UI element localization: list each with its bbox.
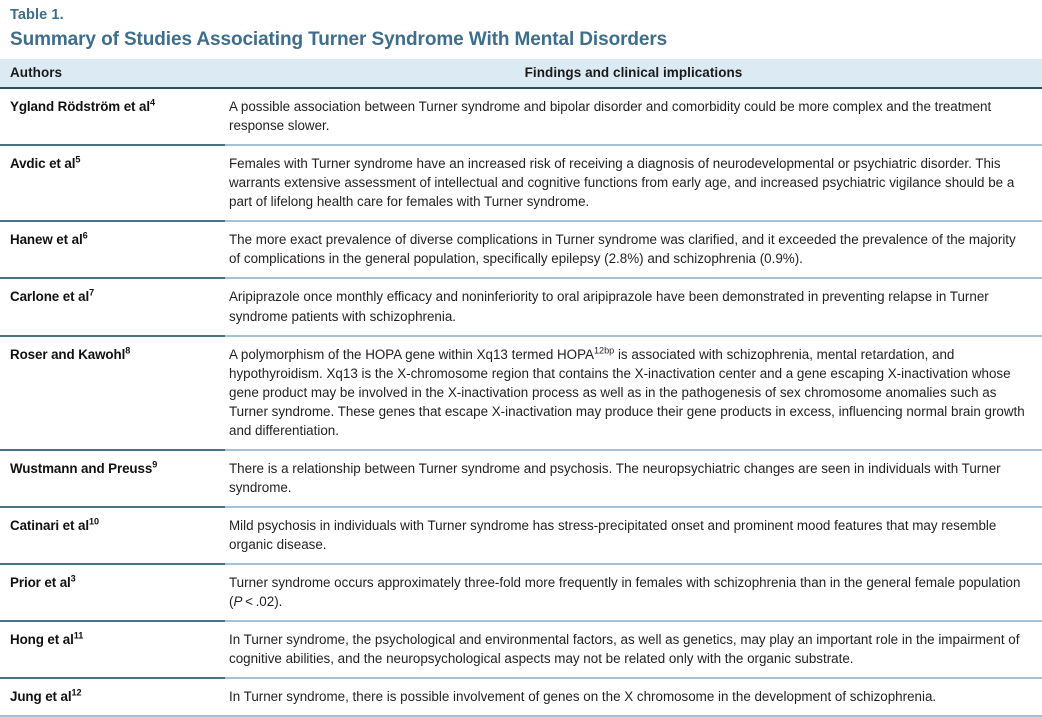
table-row: Hanew et al6 The more exact prevalence of…	[0, 222, 1042, 277]
reference-superscript: 7	[89, 288, 95, 298]
cell-authors: Hanew et al6	[10, 230, 88, 248]
divider-line	[0, 277, 1042, 280]
reference-superscript: 12	[71, 687, 82, 698]
cell-findings: In Turner syndrome, the psychological an…	[229, 631, 1020, 666]
cell-authors: Roser and Kawohl8	[10, 345, 131, 362]
reference-superscript: 4	[150, 97, 155, 108]
table-row: Catinari et al10 Mild psychosis in indivi…	[0, 508, 1042, 563]
row-divider	[0, 619, 1042, 622]
reference-superscript: 9	[152, 459, 158, 470]
row-divider	[0, 448, 1042, 451]
divider-line	[0, 144, 1042, 147]
row-divider	[0, 277, 1042, 280]
table-row: Roser and Kawohl8 A polymorphism of the H…	[0, 337, 1042, 449]
row-divider-cell	[0, 220, 1042, 223]
cell-authors: Hong et al11	[10, 630, 84, 647]
divider-line	[0, 505, 1042, 508]
table-body: Ygland Rödström et al4 A possible associa…	[0, 88, 1042, 717]
row-divider-cell	[0, 505, 1042, 508]
cell-authors: Jung et al12	[10, 687, 82, 704]
table-header-row: Authors Findings and clinical implicatio…	[0, 59, 1042, 90]
table-row: Prior et al3 Turner syndrome occurs appro…	[0, 565, 1042, 620]
table-row: Carlone et al7 Aripiprazole once monthly …	[0, 279, 1042, 334]
row-divider	[0, 562, 1042, 565]
cell-findings: There is a relationship between Turner s…	[229, 460, 1001, 495]
cell-findings: A polymorphism of the HOPA gene within X…	[229, 345, 1025, 438]
studies-table: Authors Findings and clinical implicatio…	[0, 59, 1042, 717]
divider-line	[0, 562, 1042, 565]
table-row: Avdic et al5 Females with Turner syndrome…	[0, 146, 1042, 220]
cell-findings: A possible association between Turner sy…	[229, 99, 992, 134]
row-divider	[0, 505, 1042, 508]
reference-superscript: 6	[82, 230, 88, 241]
cell-authors: Carlone et al7	[10, 288, 95, 305]
cell-authors: Catinari et al10	[10, 516, 99, 533]
cell-findings: Females with Turner syndrome have an inc…	[229, 156, 1015, 210]
cell-authors: Prior et al3	[10, 573, 76, 590]
row-divider-cell	[0, 619, 1042, 622]
row-divider-cell	[0, 562, 1042, 565]
table-title: Summary of Studies Associating Turner Sy…	[10, 28, 668, 50]
cell-findings: Aripiprazole once monthly efficacy and n…	[229, 289, 989, 324]
reference-superscript: 3	[70, 573, 76, 584]
column-header-findings: Findings and clinical implications	[225, 59, 1042, 90]
reference-superscript: 5	[75, 154, 81, 165]
cell-authors: Avdic et al5	[10, 154, 81, 172]
table-caption: Table 1. Summary of Studies Associating …	[0, 0, 1042, 52]
cell-authors: Wustmann and Preuss9	[10, 459, 158, 476]
cell-findings: Turner syndrome occurs approximately thr…	[229, 574, 1021, 609]
table-row: Hong et al11 In Turner syndrome, the psyc…	[0, 622, 1042, 677]
row-divider	[0, 220, 1042, 223]
divider-line	[0, 220, 1042, 223]
row-divider-cell	[0, 334, 1042, 337]
row-divider	[0, 334, 1042, 337]
cell-findings: In Turner syndrome, there is possible in…	[229, 688, 937, 704]
statistic-symbol: P	[233, 593, 243, 609]
row-divider-cell	[0, 277, 1042, 280]
inline-superscript: 12bp	[593, 345, 615, 356]
table-row: Wustmann and Preuss9 There is a relations…	[0, 451, 1042, 506]
cell-findings: The more exact prevalence of diverse com…	[229, 232, 1016, 267]
row-divider	[0, 144, 1042, 147]
table-row: Jung et al12 In Turner syndrome, there is…	[0, 679, 1042, 715]
table-head: Authors Findings and clinical implicatio…	[0, 59, 1042, 90]
divider-line	[0, 448, 1042, 451]
cell-authors: Ygland Rödström et al4	[10, 97, 155, 115]
divider-line	[0, 619, 1042, 622]
column-header-authors: Authors	[0, 59, 225, 90]
row-divider-cell	[0, 448, 1042, 451]
divider-line	[0, 334, 1042, 337]
cell-findings: Mild psychosis in individuals with Turne…	[229, 517, 997, 552]
reference-superscript: 10	[88, 516, 99, 527]
table-row: Ygland Rödström et al4 A possible associa…	[0, 88, 1042, 144]
reference-superscript: 8	[125, 345, 131, 356]
row-divider-cell	[0, 144, 1042, 147]
table-number: Table 1.	[10, 7, 64, 23]
reference-superscript: 11	[73, 630, 84, 641]
